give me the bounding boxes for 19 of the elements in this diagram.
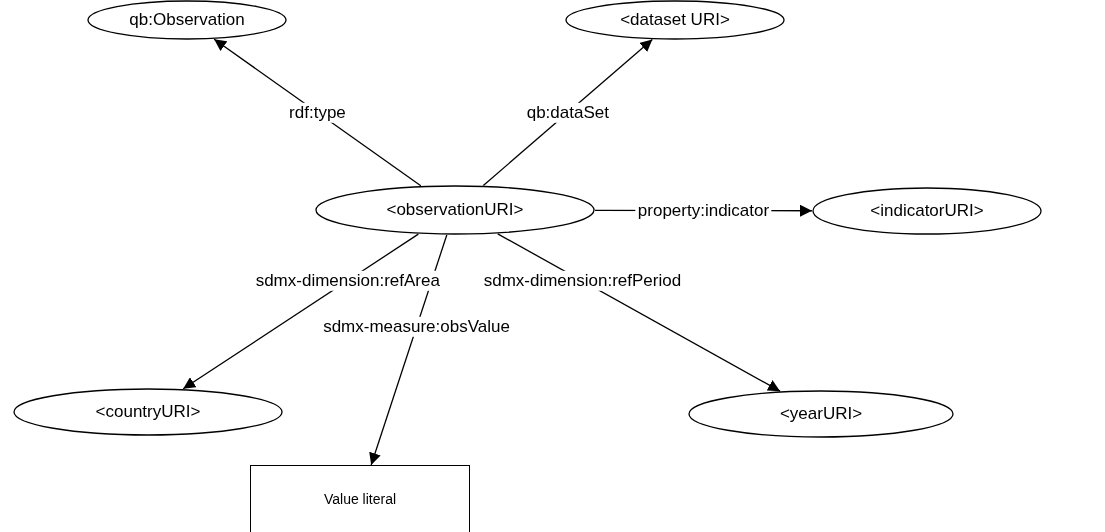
edge-label: sdmx-measure:obsValue: [321, 316, 512, 338]
node-text: qb:Observation: [129, 10, 245, 30]
resource-ellipse: [688, 390, 954, 438]
node-text: <indicatorURI>: [870, 201, 984, 221]
literal-box: [250, 465, 470, 532]
resource-ellipse: [87, 0, 287, 40]
edge-label: rdf:type: [287, 102, 348, 123]
node-text: <observationURI>: [386, 200, 524, 220]
node-text: Value literal: [323, 491, 397, 507]
edge-label: sdmx-dimension:refPeriod: [481, 270, 684, 292]
resource-ellipse: [565, 0, 785, 40]
node-text: <dataset URI>: [620, 10, 730, 30]
resource-ellipse: [812, 187, 1042, 235]
resource-ellipse: [13, 388, 283, 436]
node-text: <yearURI>: [779, 404, 863, 424]
edge-label: qb:dataSet: [524, 102, 611, 123]
edge-label: sdmx-dimension:refArea: [253, 270, 442, 291]
resource-ellipse: [315, 185, 595, 235]
node-text: <countryURI>: [95, 402, 201, 422]
